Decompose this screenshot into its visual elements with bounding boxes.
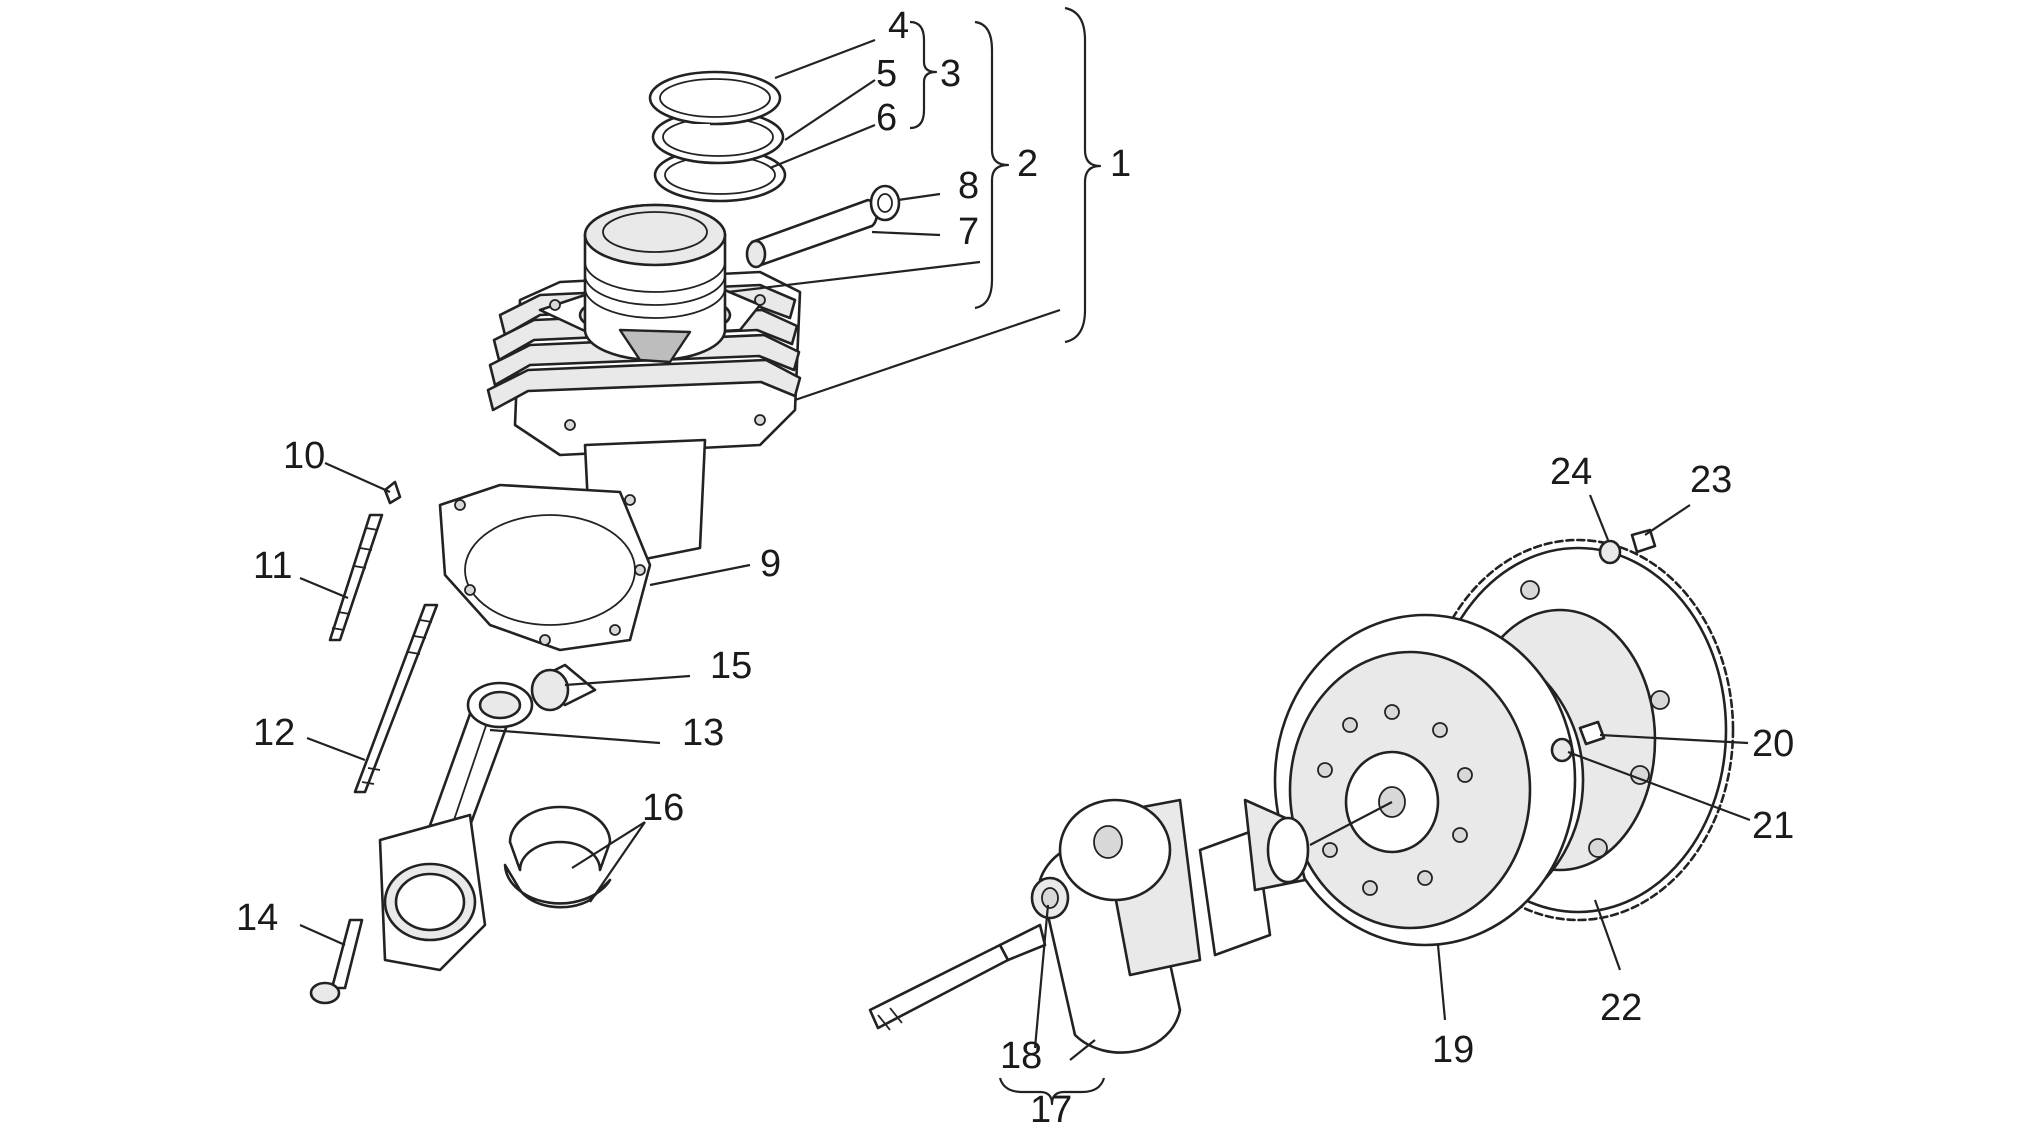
label-24: 24 bbox=[1550, 451, 1592, 493]
label-7: 7 bbox=[958, 211, 979, 253]
crankshaft-bush bbox=[1030, 876, 1070, 920]
label-1: 1 bbox=[1110, 143, 1131, 185]
ring-gear-washer bbox=[1598, 539, 1622, 565]
label-2: 2 bbox=[1017, 143, 1038, 185]
brace-group-2 bbox=[974, 20, 1010, 310]
label-10: 10 bbox=[283, 435, 325, 477]
label-3: 3 bbox=[940, 53, 961, 95]
label-6: 6 bbox=[876, 97, 897, 139]
label-22: 22 bbox=[1600, 987, 1642, 1029]
small-end-bush bbox=[530, 663, 597, 712]
label-14: 14 bbox=[236, 897, 278, 939]
piston-pin bbox=[745, 198, 879, 269]
ring-gear-bolt bbox=[1630, 528, 1657, 554]
flywheel-bolt bbox=[1578, 720, 1606, 746]
label-16: 16 bbox=[642, 787, 684, 829]
piston-rings bbox=[648, 70, 787, 203]
label-5: 5 bbox=[876, 53, 897, 95]
flywheel bbox=[1273, 613, 1585, 947]
piston-circlip bbox=[869, 184, 901, 222]
label-23: 23 bbox=[1690, 459, 1732, 501]
label-11: 11 bbox=[253, 545, 292, 587]
connecting-rod bbox=[378, 681, 534, 972]
label-8: 8 bbox=[958, 165, 979, 207]
label-17: 17 bbox=[1030, 1089, 1072, 1124]
label-15: 15 bbox=[710, 645, 752, 687]
conrod-bolt bbox=[309, 918, 364, 1005]
label-9: 9 bbox=[760, 543, 781, 585]
piston bbox=[583, 203, 727, 364]
brace-group-17 bbox=[998, 1077, 1106, 1106]
label-12: 12 bbox=[253, 712, 295, 754]
label-20: 20 bbox=[1752, 723, 1794, 765]
label-18: 18 bbox=[1000, 1035, 1042, 1077]
label-4: 4 bbox=[888, 5, 909, 47]
cylinder-base-gasket bbox=[438, 483, 652, 652]
part-labels: 4 5 6 3 2 1 8 7 9 10 11 12 13 14 15 16 1… bbox=[236, 5, 1794, 1124]
flywheel-washer bbox=[1550, 737, 1574, 763]
stud-bolt-long bbox=[353, 603, 439, 794]
label-21: 21 bbox=[1752, 805, 1794, 847]
centering-dowel bbox=[383, 480, 402, 505]
brace-group-1 bbox=[1064, 6, 1102, 344]
leader-lines bbox=[299, 38, 1751, 1061]
brace-group-3 bbox=[909, 20, 938, 130]
crankshaft bbox=[868, 798, 1310, 1054]
label-13: 13 bbox=[682, 712, 724, 754]
stud-bolt-short bbox=[328, 513, 384, 642]
label-19: 19 bbox=[1432, 1029, 1474, 1071]
big-end-bearing-shells bbox=[503, 805, 612, 909]
